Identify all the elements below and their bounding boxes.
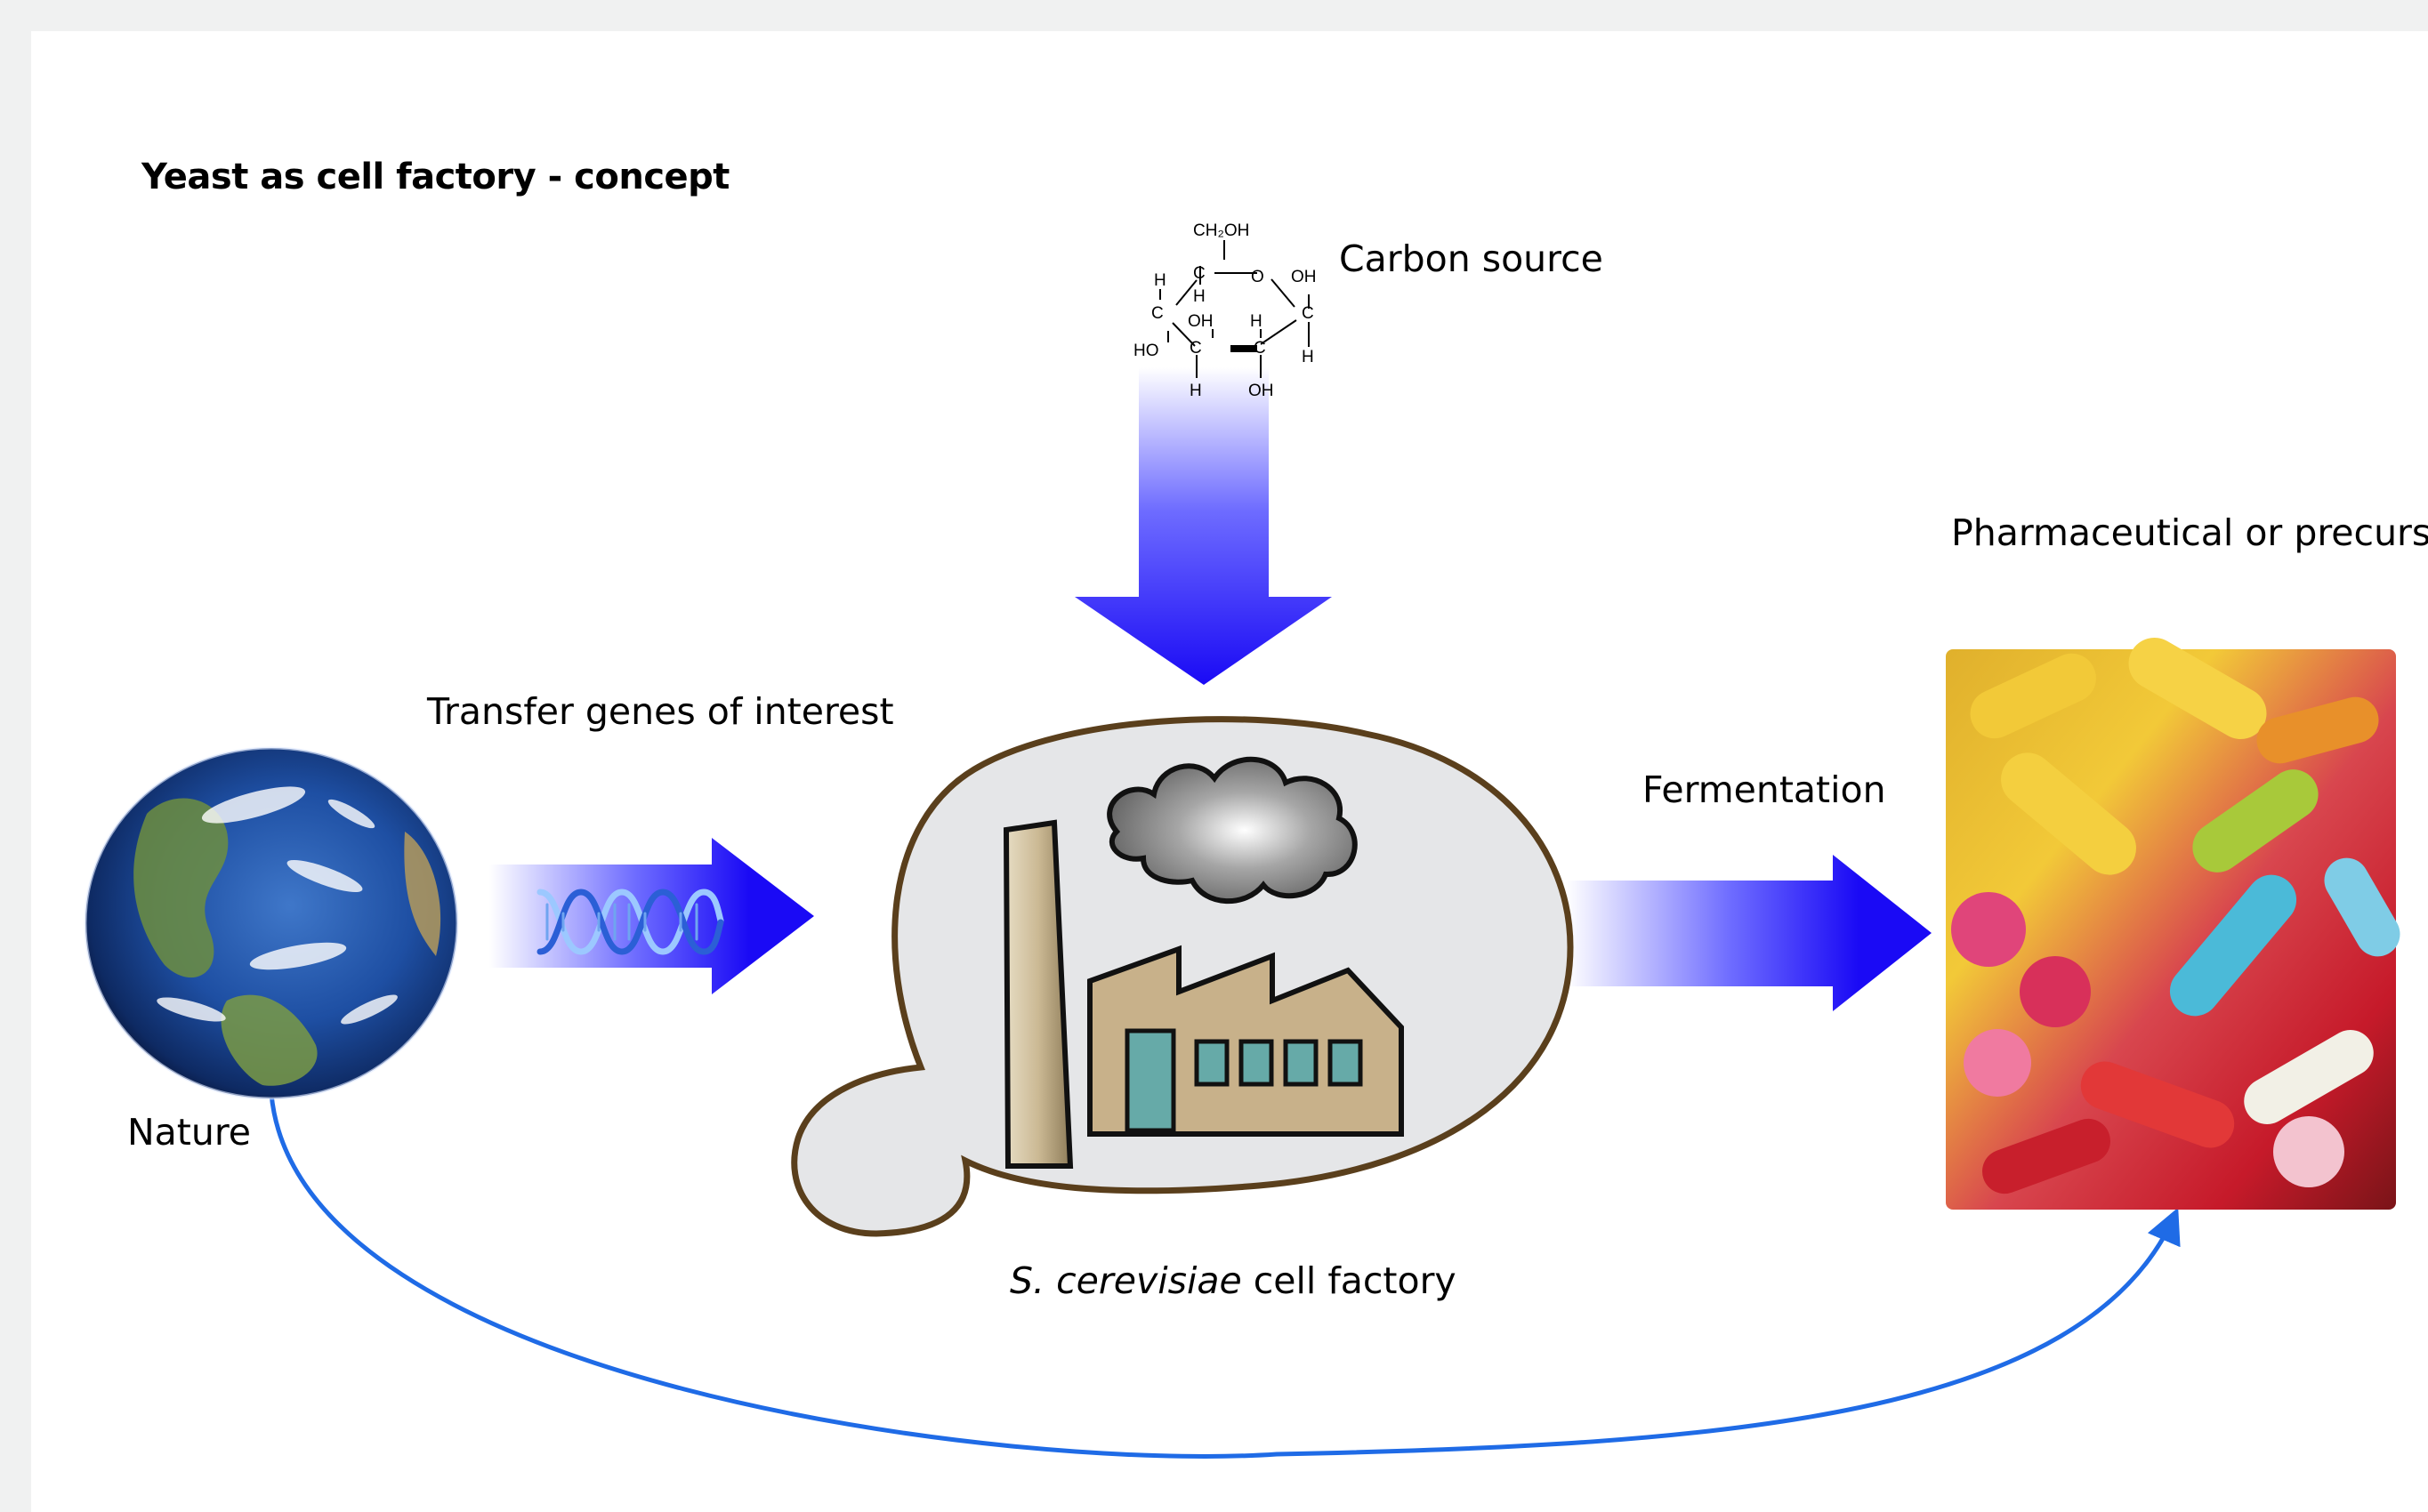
glucose-labels: CH₂OH H C H O OH C OH H C HO C C H H OH … bbox=[1133, 221, 1317, 400]
fermentation-label: Fermentation bbox=[1642, 768, 1886, 811]
chimney bbox=[1003, 819, 1074, 1169]
mol-oh: OH bbox=[1188, 312, 1214, 331]
cell-factory-caption: S. cerevisiae cell factory bbox=[1010, 1259, 1456, 1302]
carbon-arrow bbox=[1075, 367, 1332, 685]
mol-ho: HO bbox=[1133, 342, 1159, 360]
mol-c: C bbox=[1190, 339, 1202, 358]
mol-c: C bbox=[1254, 339, 1266, 358]
pharmaceutical-label: Pharmaceutical or precursors bbox=[1951, 511, 2428, 554]
cell-factory-text: cell factory bbox=[1241, 1259, 1456, 1302]
mol-h: H bbox=[1190, 382, 1202, 400]
smoke-cloud bbox=[1107, 756, 1358, 905]
mol-h: H bbox=[1193, 287, 1206, 306]
fermentation-arrow bbox=[1566, 855, 1932, 1011]
mol-c: C bbox=[1302, 304, 1314, 323]
slide-title: Yeast as cell factory - concept bbox=[141, 157, 730, 197]
carbon-source-label: Carbon source bbox=[1339, 237, 1603, 280]
mol-h: H bbox=[1302, 348, 1314, 366]
factory-building bbox=[1087, 945, 1404, 1137]
organism-name: S. cerevisiae bbox=[1010, 1259, 1242, 1302]
mol-c: C bbox=[1193, 264, 1206, 283]
dna-icon bbox=[536, 889, 724, 955]
mol-c: C bbox=[1151, 304, 1164, 323]
loop-arrow bbox=[269, 1093, 2181, 1459]
glucose-molecule bbox=[1159, 240, 1310, 378]
mol-h: H bbox=[1250, 312, 1262, 331]
transfer-genes-label: Transfer genes of interest bbox=[427, 690, 894, 733]
transfer-arrow bbox=[489, 838, 814, 994]
pills-image bbox=[1946, 638, 2400, 1210]
mol-oh: OH bbox=[1248, 382, 1274, 400]
mol-h: H bbox=[1154, 271, 1166, 290]
slide: CH₂OH H C H O OH C OH H C HO C C H H OH … bbox=[31, 31, 2428, 1512]
nature-label: Nature bbox=[127, 1111, 252, 1154]
mol-h: H bbox=[1162, 313, 1163, 315]
earth-globe bbox=[84, 746, 459, 1100]
mol-ch2oh: CH₂OH bbox=[1193, 221, 1249, 240]
mol-o: O bbox=[1251, 268, 1264, 286]
diagram-artwork: CH₂OH H C H O OH C OH H C HO C C H H OH … bbox=[84, 221, 2400, 1459]
mol-oh: OH bbox=[1291, 268, 1317, 286]
